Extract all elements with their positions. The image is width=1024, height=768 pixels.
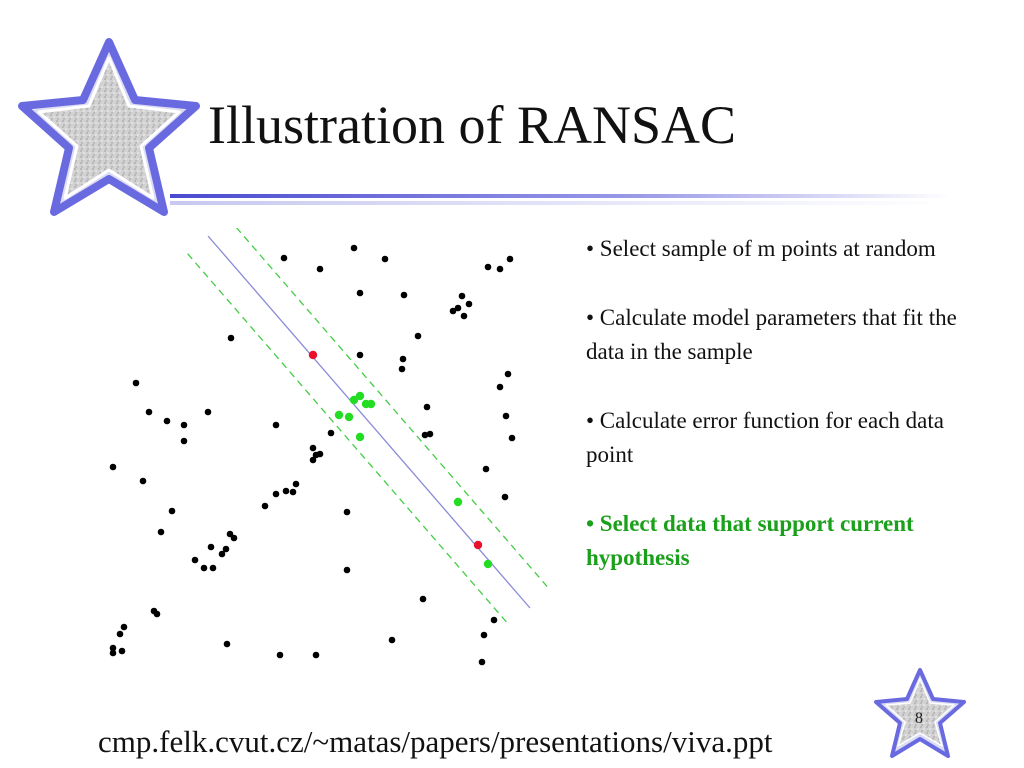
outlier-point bbox=[118, 647, 126, 655]
outlier-point bbox=[204, 408, 212, 416]
outlier-point bbox=[191, 556, 199, 564]
sample-point bbox=[473, 540, 483, 550]
outlier-point bbox=[180, 437, 188, 445]
outlier-point bbox=[312, 651, 320, 659]
outlier-point bbox=[449, 307, 457, 315]
inlier-point bbox=[349, 395, 359, 405]
outlier-point bbox=[218, 550, 226, 558]
inlier-point bbox=[483, 559, 493, 569]
inlier-point bbox=[355, 391, 365, 401]
outlier-point bbox=[508, 434, 516, 442]
outlier-point bbox=[496, 383, 504, 391]
outlier-point bbox=[478, 658, 486, 666]
outlier-point bbox=[109, 463, 117, 471]
outlier-point bbox=[139, 477, 147, 485]
outlier-point bbox=[350, 244, 358, 252]
outlier-point bbox=[116, 630, 124, 638]
outlier-point bbox=[226, 530, 234, 538]
inlier-point bbox=[355, 432, 365, 442]
outlier-point bbox=[400, 291, 408, 299]
outlier-point bbox=[223, 640, 231, 648]
ransac-scatter-plot bbox=[109, 228, 550, 666]
inlier-point bbox=[344, 412, 354, 422]
outlier-point bbox=[381, 255, 389, 263]
outlier-point bbox=[454, 304, 462, 312]
outlier-point bbox=[460, 312, 468, 320]
outlier-point bbox=[356, 289, 364, 297]
outlier-point bbox=[132, 379, 140, 387]
outlier-point bbox=[272, 421, 280, 429]
outlier-point bbox=[153, 610, 161, 618]
outlier-point bbox=[292, 480, 300, 488]
outlier-point bbox=[168, 507, 176, 515]
outlier-point bbox=[423, 403, 431, 411]
outlier-point bbox=[458, 292, 466, 300]
inlier-point bbox=[453, 497, 463, 507]
outlier-point bbox=[426, 430, 434, 438]
outlier-point bbox=[496, 265, 504, 273]
bullet-select-support: • Select data that support current hypot… bbox=[586, 511, 914, 570]
slide-title: Illustration of RANSAC bbox=[208, 95, 737, 155]
page-number: 8 bbox=[915, 710, 923, 727]
outlier-point bbox=[421, 431, 429, 439]
outlier-point bbox=[145, 408, 153, 416]
outlier-point bbox=[200, 564, 208, 572]
outlier-point bbox=[180, 421, 188, 429]
bullet-calculate-model: • Calculate model parameters that fit th… bbox=[586, 305, 957, 364]
model-line bbox=[207, 235, 531, 609]
outlier-point bbox=[484, 263, 492, 271]
outlier-point bbox=[316, 265, 324, 273]
bullet-select-sample: • Select sample of m points at random bbox=[586, 236, 936, 261]
outlier-point bbox=[230, 534, 238, 542]
page-number-star-icon bbox=[874, 668, 966, 758]
outlier-point bbox=[414, 332, 422, 340]
outlier-point bbox=[309, 444, 317, 452]
outlier-point bbox=[506, 255, 514, 263]
bullet-calculate-error: • Calculate error function for each data… bbox=[586, 408, 944, 467]
sample-point bbox=[308, 350, 318, 360]
outlier-point bbox=[272, 490, 280, 498]
outlier-point bbox=[502, 412, 510, 420]
bullet-list: • Select sample of m points at random • … bbox=[586, 232, 986, 610]
outlier-point bbox=[388, 636, 396, 644]
outlier-point bbox=[501, 493, 509, 501]
outlier-point bbox=[419, 595, 427, 603]
outlier-point bbox=[490, 616, 498, 624]
outlier-point bbox=[399, 355, 407, 363]
outlier-point bbox=[109, 644, 117, 652]
outlier-point bbox=[109, 649, 117, 657]
outlier-point bbox=[227, 334, 235, 342]
outlier-point bbox=[207, 543, 215, 551]
inlier-point bbox=[334, 410, 344, 420]
outlier-point bbox=[343, 508, 351, 516]
outlier-point bbox=[282, 487, 290, 495]
outlier-point bbox=[482, 465, 490, 473]
star-logo bbox=[18, 38, 200, 216]
inlier-point bbox=[366, 399, 376, 409]
outlier-point bbox=[465, 300, 473, 308]
outlier-point bbox=[356, 351, 364, 359]
outlier-point bbox=[316, 450, 324, 458]
outlier-point bbox=[157, 528, 165, 536]
outlier-point bbox=[261, 502, 269, 510]
outlier-point bbox=[327, 429, 335, 437]
outlier-point bbox=[222, 545, 230, 553]
outlier-point bbox=[209, 564, 217, 572]
title-underline bbox=[170, 194, 950, 205]
outlier-point bbox=[398, 365, 406, 373]
outlier-point bbox=[343, 566, 351, 574]
outlier-point bbox=[504, 370, 512, 378]
outlier-point bbox=[120, 623, 128, 631]
footer-url: cmp.felk.cvut.cz/~matas/papers/presentat… bbox=[98, 724, 773, 759]
outlier-point bbox=[309, 456, 317, 464]
outlier-point bbox=[276, 651, 284, 659]
outlier-point bbox=[163, 417, 171, 425]
outlier-point bbox=[280, 254, 288, 262]
threshold-line-lower bbox=[235, 228, 550, 591]
outlier-point bbox=[289, 488, 297, 496]
threshold-line-upper bbox=[187, 253, 511, 627]
outlier-point bbox=[480, 631, 488, 639]
